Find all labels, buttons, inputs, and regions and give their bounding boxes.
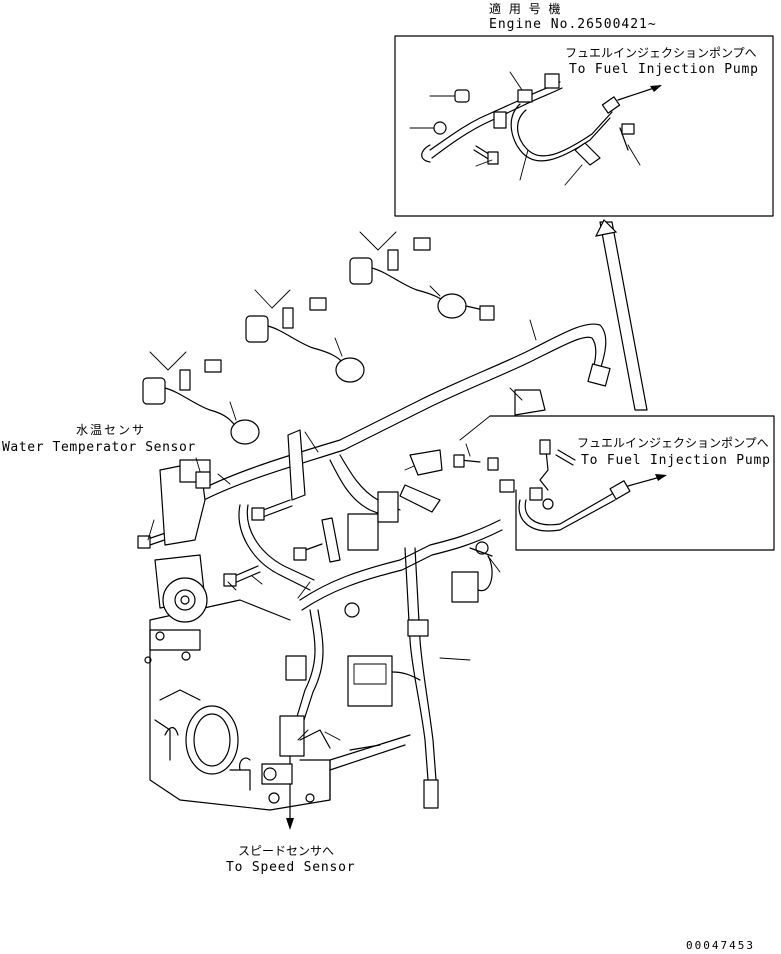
inset-box-right — [459, 415, 775, 551]
applicability-jp: 適 用 号 機 — [489, 2, 563, 16]
fuel-pump-top-jp: フュエルインジェクションポンプへ — [565, 46, 757, 60]
plug-assembly-1 — [142, 351, 260, 445]
inset-box-top — [394, 35, 774, 217]
drawing-number: 00047453 — [686, 939, 755, 952]
speed-sensor-jp: スピードセンサへ — [238, 844, 335, 858]
water-temp-jp: 水温センサ — [76, 423, 147, 437]
main-harness — [137, 323, 611, 830]
fuel-pump-top-en: To Fuel Injection Pump — [569, 62, 759, 77]
water-temp-en: Water Temperator Sensor — [2, 440, 196, 455]
leader-lines — [147, 285, 537, 741]
engine-block — [144, 459, 411, 811]
applicability-en: Engine No.26500421~ — [489, 17, 657, 32]
plug-assembly-2 — [245, 289, 365, 383]
speed-sensor-en: To Speed Sensor — [226, 860, 356, 875]
transfer-arrow — [594, 218, 648, 411]
fuel-pump-right-en: To Fuel Injection Pump — [581, 453, 771, 468]
plug-assembly-3 — [349, 231, 495, 321]
fuel-pump-right-jp: フュエルインジェクションポンプへ — [577, 436, 769, 450]
